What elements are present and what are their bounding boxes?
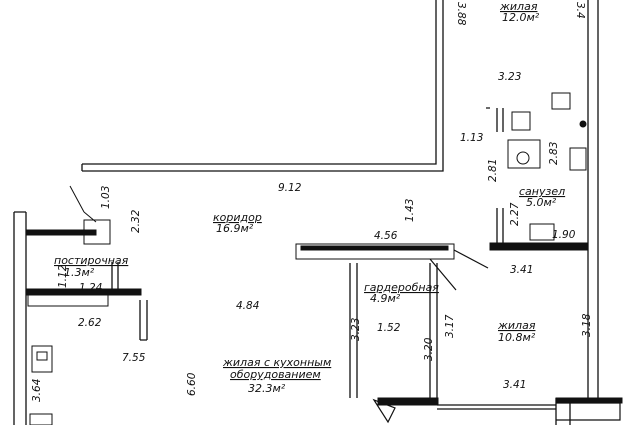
dim-3-41-bottom: 3.41 xyxy=(503,379,526,391)
room-bathroom-area: 5.0м² xyxy=(526,196,557,209)
dim-1-43: 1.43 xyxy=(404,199,416,222)
bathroom-cabinet-icon xyxy=(551,92,571,110)
room-corridor-name: коридор xyxy=(213,211,262,224)
laundry-door-line xyxy=(69,185,97,223)
bathroom-sink-icon xyxy=(507,139,541,169)
bathroom-cabinet-2-icon xyxy=(511,111,531,131)
dim-3-20: 3.20 xyxy=(423,337,435,361)
wall-bathroom-left xyxy=(496,208,504,246)
wall-bathroom-bottom xyxy=(489,242,588,251)
dim-2-83: 2.83 xyxy=(548,142,560,165)
wall-right-outer xyxy=(587,0,599,398)
dim-3-64: 3.64 xyxy=(31,379,43,402)
dim-3-41-top: 3.41 xyxy=(510,264,533,276)
shelf-icon xyxy=(27,291,109,307)
room-living-kitchen-area: 32.3м² xyxy=(248,382,286,395)
dim-2-27: 2.27 xyxy=(509,202,521,226)
wall-bottom-right xyxy=(437,404,556,410)
wall-wardrobe-top-fill xyxy=(300,245,449,251)
wall-kitchen-right xyxy=(139,300,148,341)
dim-2-62: 2.62 xyxy=(78,317,102,329)
dim-1-03: 1.03 xyxy=(100,186,112,209)
toilet-icon xyxy=(516,151,530,165)
room-corridor-area: 16.9м² xyxy=(216,222,254,235)
room-bathroom-name: санузел xyxy=(519,185,565,198)
room-laundry-area: 1.3м² xyxy=(64,266,95,279)
dim-3-17: 3.17 xyxy=(444,314,456,338)
dim-3-4: 3.4 xyxy=(574,2,586,19)
dim-2-81: 2.81 xyxy=(487,159,499,182)
dim-6-60: 6.60 xyxy=(186,372,198,396)
room-wardrobe-name: гардеробная xyxy=(364,281,439,294)
dim-3-18: 3.18 xyxy=(581,313,593,337)
dim-1-52: 1.52 xyxy=(377,322,401,334)
wall-wardrobe-right xyxy=(429,263,438,398)
room-living-kitchen-name-2: оборудованием xyxy=(230,368,321,381)
fixtures xyxy=(27,92,587,425)
dim-4-56: 4.56 xyxy=(374,230,398,242)
stove-burner-icon xyxy=(36,351,48,361)
wall-wardrobe-left xyxy=(349,263,358,398)
room-bedroom-area: 10.8м² xyxy=(498,331,536,344)
room-bedroom-name: жилая xyxy=(497,319,536,332)
walls xyxy=(13,0,599,425)
dimensions: 3.88 3.4 3.23 1.13 9.12 2.81 2.83 1.03 1… xyxy=(31,2,593,402)
dim-3-23-top: 3.23 xyxy=(498,71,521,83)
dim-3-23-mid: 3.23 xyxy=(350,318,362,341)
dim-1-24: 1.24 xyxy=(79,282,102,294)
dim-4-84: 4.84 xyxy=(236,300,259,312)
dim-2-32: 2.32 xyxy=(130,209,142,233)
room-living-top-name: жилая xyxy=(499,0,538,13)
dim-1-12: 1.12 xyxy=(57,264,69,288)
room-laundry-name: постирочная xyxy=(54,254,129,267)
sink-icon xyxy=(29,413,53,425)
dim-9-12: 9.12 xyxy=(278,182,302,194)
room-living-top-area: 12.0м² xyxy=(502,11,540,24)
dim-1-13: 1.13 xyxy=(460,132,483,144)
washer-icon xyxy=(83,219,111,245)
stove-icon xyxy=(31,345,53,373)
drain-icon xyxy=(579,120,587,128)
dim-3-88: 3.88 xyxy=(455,2,467,26)
wardrobe-door-lines xyxy=(372,249,621,424)
dim-7-55: 7.55 xyxy=(122,352,146,364)
room-wardrobe-area: 4.9м² xyxy=(370,292,401,305)
room-labels: жилая 12.0м² коридор 16.9м² постирочная … xyxy=(54,0,565,395)
wall-bathroom-top xyxy=(486,107,504,132)
dim-1-90: 1.90 xyxy=(552,229,576,241)
wall-corridor-top xyxy=(81,0,444,172)
wall-laundry-right xyxy=(111,262,119,290)
wall-bottom-left-stub xyxy=(555,397,623,404)
wall-laundry-top xyxy=(25,229,97,236)
room-living-kitchen-name-1: жилая с кухонным xyxy=(222,356,331,369)
wall-wardrobe-bottom xyxy=(377,397,439,406)
wall-left-outer xyxy=(13,211,27,425)
bathtub-icon xyxy=(569,147,587,171)
bathroom-box-icon xyxy=(529,223,555,241)
